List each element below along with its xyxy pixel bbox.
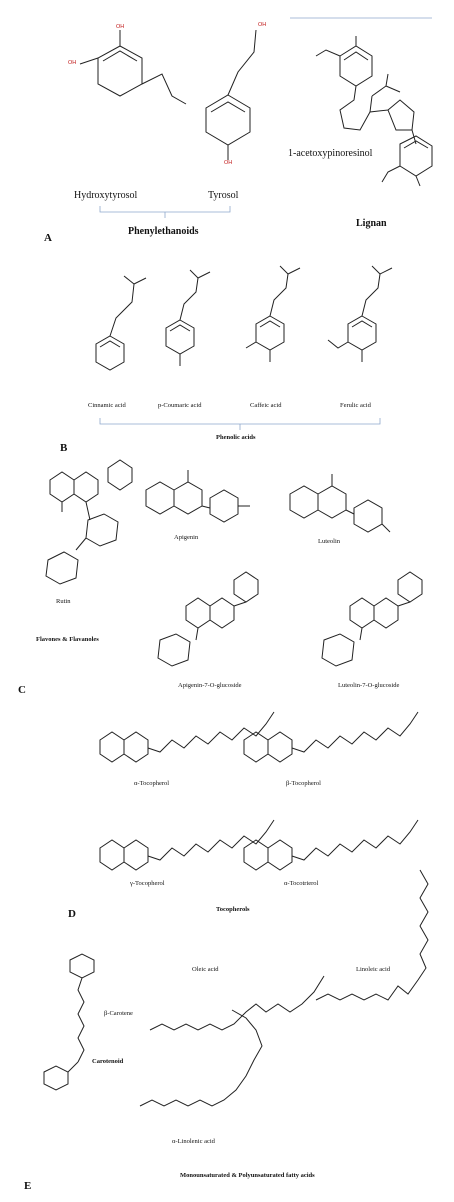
cinnamic-acid-structure xyxy=(95,275,147,371)
label-apigenin-glucoside: Apigenin-7-O-glucoside xyxy=(178,682,242,689)
group-flavones: Flavones & Flavanoles xyxy=(36,636,99,643)
label-beta-tocopherol: β-Tocopherol xyxy=(286,780,321,787)
group-fatty-acids: Monounsaturated & Polyunsaturated fatty … xyxy=(180,1172,315,1179)
label-alpha-tocotrienol: α-Tocotrierol xyxy=(284,880,319,887)
label-acetoxypinoresinol: 1-acetoxypinoresinol xyxy=(288,148,373,159)
alpha-tocotrienol-structure xyxy=(243,819,419,871)
beta-carotene-structure xyxy=(43,953,95,1091)
luteolin-structure xyxy=(289,474,391,533)
label-luteolin-glucoside: Luteolin-7-O-glucoside xyxy=(338,682,400,689)
phenolic-acids-brace xyxy=(99,418,381,430)
apigenin-glucoside-structure xyxy=(157,571,259,667)
label-apigenin: Apigenin xyxy=(174,534,199,541)
label-gamma-tocopherol: γ-Tocopherol xyxy=(130,880,165,887)
oleic-acid-structure xyxy=(149,975,325,1031)
panel-d-letter: D xyxy=(68,908,76,920)
group-tocopherols: Tocopherols xyxy=(216,906,250,913)
label-tyrosol: Tyrosol xyxy=(208,190,239,201)
group-phenolic-acids: Phenolic acids xyxy=(216,434,256,441)
label-linoleic-acid: Linoleic acid xyxy=(356,966,391,973)
phenylethanoids-brace xyxy=(99,206,231,218)
acetoxypinoresinol-structure xyxy=(315,36,433,187)
label-oleic-acid: Oleic acid xyxy=(192,966,219,973)
linolenic-acid-structure xyxy=(139,1009,263,1107)
beta-tocopherol-structure xyxy=(243,711,419,763)
gamma-tocopherol-structure xyxy=(99,819,275,871)
label-caffeic-acid: Caffeic acid xyxy=(250,402,282,409)
coumaric-acid-structure xyxy=(165,269,211,366)
alpha-tocopherol-structure xyxy=(99,711,275,763)
label-luteolin: Luteolin xyxy=(318,538,341,545)
panel-c-letter: C xyxy=(18,684,26,696)
label-rutin: Rutin xyxy=(56,598,71,605)
hydroxytyrosol-oh-top: OH xyxy=(116,24,125,30)
linoleic-acid-structure xyxy=(315,869,429,1001)
label-alpha-tocopherol: α-Tocopherol xyxy=(134,780,170,787)
apigenin-structure xyxy=(145,470,250,523)
panel-a-letter: A xyxy=(44,232,52,244)
panel-e-letter: E xyxy=(24,1180,32,1192)
label-cinnamic-acid: Cinnamic acid xyxy=(88,402,126,409)
rutin-structure xyxy=(45,459,133,585)
caffeic-acid-structure xyxy=(245,265,301,362)
group-lignan: Lignan xyxy=(356,218,387,229)
label-coumaric-acid: p-Coumaric acid xyxy=(158,402,202,409)
hydroxytyrosol-oh-left: OH xyxy=(68,60,77,66)
tyrosol-oh-bottom: OH xyxy=(224,160,233,166)
tyrosol-oh-top: OH xyxy=(258,22,267,28)
group-phenylethanoids: Phenylethanoids xyxy=(128,226,199,237)
group-carotenoid: Carotenoid xyxy=(92,1058,124,1065)
hydroxytyrosol-structure xyxy=(79,30,187,105)
label-linolenic-acid: α-Linolenic acid xyxy=(172,1138,215,1145)
label-hydroxytyrosol: Hydroxytyrosol xyxy=(74,190,138,201)
label-ferulic-acid: Ferulic acid xyxy=(340,402,371,409)
label-beta-carotene: β-Carotene xyxy=(104,1010,133,1017)
panel-b-letter: B xyxy=(60,442,68,454)
tyrosol-structure xyxy=(205,29,257,160)
ferulic-acid-structure xyxy=(327,265,393,362)
luteolin-glucoside-structure xyxy=(321,571,423,667)
